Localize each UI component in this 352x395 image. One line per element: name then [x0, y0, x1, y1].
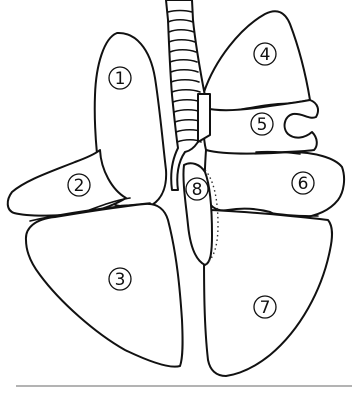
lobe-label-1-text: 1 [115, 69, 126, 89]
lobe-label-4-text: 4 [260, 45, 271, 65]
right-bronchus [198, 94, 210, 142]
lobe-3-outline [26, 204, 183, 367]
lobe-label-8-text: 8 [192, 180, 203, 200]
lobe-label-7-text: 7 [260, 298, 271, 318]
lobe-7-outline [204, 210, 332, 376]
lobe-label-3-text: 3 [115, 270, 126, 290]
lobe-label-5-text: 5 [257, 115, 268, 135]
lobe-label-2-text: 2 [74, 176, 85, 196]
lobe-6-outline [205, 150, 344, 218]
lobe-label-6-text: 6 [298, 174, 309, 194]
